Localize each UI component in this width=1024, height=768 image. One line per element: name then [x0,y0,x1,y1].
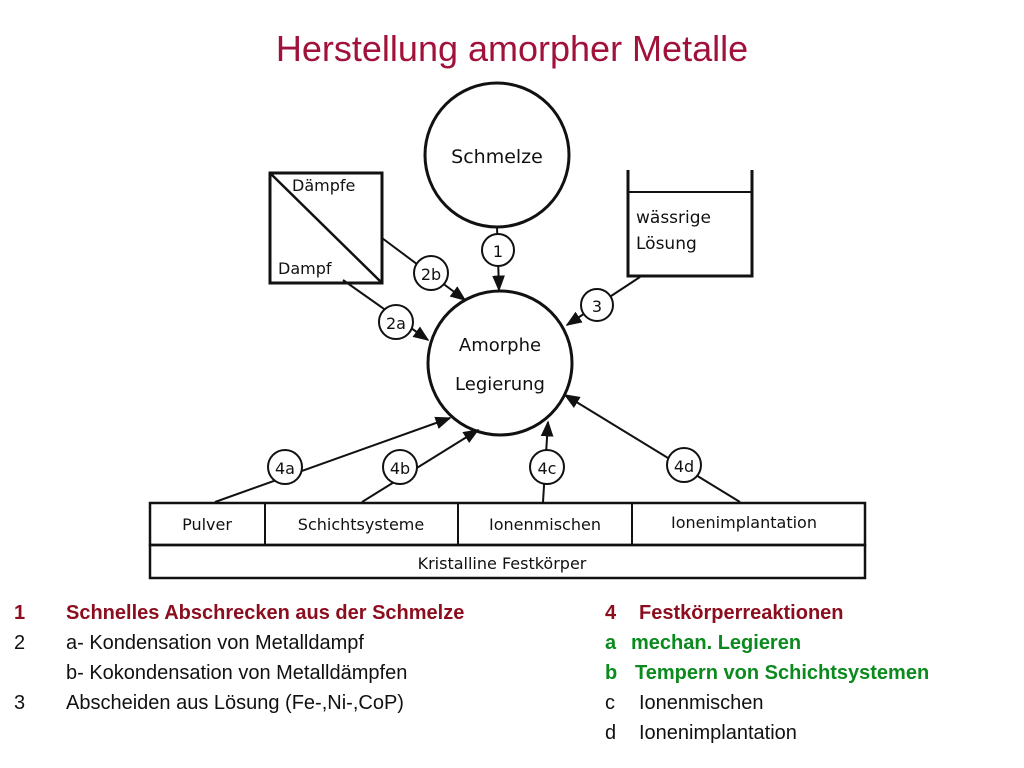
source-schichtsysteme: Schichtsysteme [298,515,424,534]
legend-item-4a: a mechan. Legieren [605,628,1017,658]
legend-text: Abscheiden aus Lösung (Fe-,Ni-,CoP) [66,692,404,714]
vapor-node: Dämpfe Dampf [268,171,384,285]
legend-text: Festkörperreaktionen [639,602,844,624]
source-pulver: Pulver [182,515,232,534]
amorphous-alloy-node: Amorphe Legierung [426,289,574,437]
legend-item-4d: d Ionenimplantation [605,718,1017,748]
source-ionenimplantation: Ionenimplantation [671,513,817,532]
legend-text: Tempern von Schichtsystemen [635,662,930,684]
legend-item-4b: b Tempern von Schichtsystemen [605,658,1017,688]
arrow-4d [563,394,741,503]
legend-item-4: 4 Festkörperreaktionen [605,598,1017,628]
production-diagram: Schmelze Dämpfe Dampf wässrige Lösung Am… [148,81,867,580]
legend-text: Ionenimplantation [639,722,797,744]
legend-text: b- Kokondensation von Metalldämpfen [66,662,408,684]
solution-line2: Lösung [636,234,697,254]
legend-num: 1 [14,602,26,624]
legend-text: Schnelles Abschrecken aus der Schmelze [66,602,465,624]
vapor-label: Dampf [278,259,332,278]
label-circles: 1 2b 2a 3 4a 4b 4c 4d [267,233,702,485]
legend-right: 4 Festkörperreaktionen a mechan. Legiere… [605,598,1017,748]
legend-item-3: 3 Abscheiden aus Lösung (Fe-,Ni-,CoP) [14,688,599,718]
legend-num: a [605,632,617,654]
legend-item-2b: b- Kokondensation von Metalldämpfen [14,658,599,688]
arrow-4a [214,416,452,503]
label-4a: 4a [275,459,295,478]
melt-label: Schmelze [451,146,543,168]
legend-text: Ionenmischen [639,692,764,714]
slide-title: Herstellung amorpher Metalle [275,28,749,69]
label-4c: 4c [538,459,557,478]
source-boxes: Pulver Schichtsysteme Ionenmischen Ionen… [148,501,867,580]
legend-num: c [605,692,615,714]
arrow-4b [361,429,480,503]
legend-left: 1 Schnelles Abschrecken aus der Schmelze… [14,598,599,718]
alloy-line2: Legierung [455,374,545,395]
legend-item-1: 1 Schnelles Abschrecken aus der Schmelze [14,598,599,628]
legend-item-4c: c Ionenmischen [605,688,1017,718]
label-2b: 2b [421,265,441,284]
label-2a: 2a [386,314,406,333]
legend-item-2a: 2 a- Kondensation von Metalldampf [14,628,599,658]
label-4d: 4d [674,457,694,476]
alloy-line1: Amorphe [459,335,541,356]
vapors-label: Dämpfe [292,176,355,195]
legend-num: b [605,662,618,684]
solution-line1: wässrige [636,208,711,228]
base-crystalline-solids: Kristalline Festkörper [418,554,587,573]
legend-num: d [605,722,617,744]
melt-node: Schmelze [423,81,571,229]
solution-beaker: wässrige Lösung [626,170,754,278]
legend-num: 2 [14,632,26,654]
label-1: 1 [493,242,503,261]
label-4b: 4b [390,459,410,478]
legend-num: 4 [605,602,617,624]
legend-text: a- Kondensation von Metalldampf [66,632,364,654]
legend-text: mechan. Legieren [631,632,802,654]
label-3: 3 [592,297,602,316]
legend-num: 3 [14,692,26,714]
source-ionenmischen: Ionenmischen [489,515,601,534]
